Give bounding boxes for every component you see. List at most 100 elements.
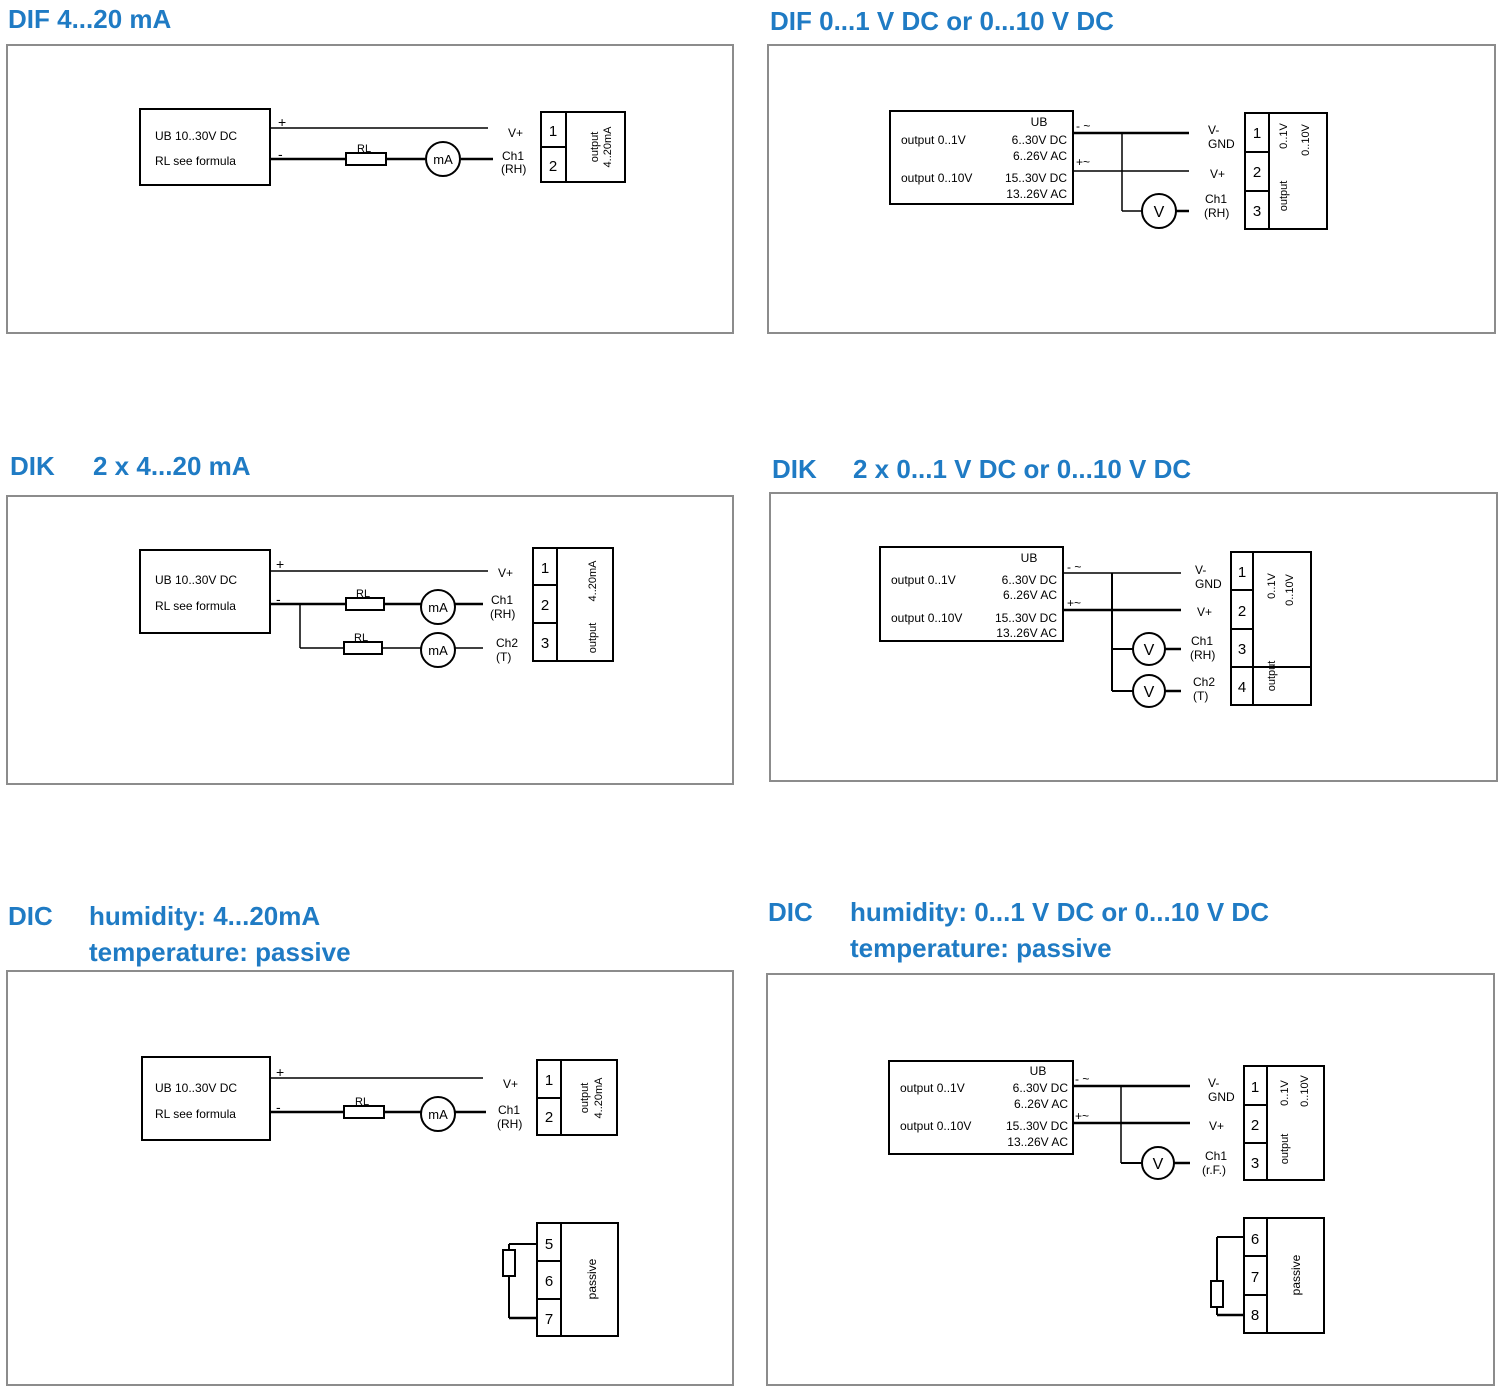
output-010-label: output 0..10V bbox=[900, 1119, 971, 1133]
panel-dic-ma: UB 10..30V DC RL see formula + - RL mA V… bbox=[6, 970, 734, 1386]
panel5-title-prefix: DIC bbox=[8, 901, 53, 931]
wiring-diagram: UB output 0..1V output 0..10V 6..30V DC … bbox=[889, 110, 1328, 230]
vplus-label: V+ bbox=[503, 1077, 518, 1091]
ch1-label: Ch1 bbox=[1191, 634, 1213, 648]
panel2-title: DIF 0...1 V DC or 0...10 V DC bbox=[770, 6, 1114, 36]
range-01-label: 0..1V bbox=[1278, 122, 1290, 148]
terminal-7: 7 bbox=[1251, 1269, 1259, 1286]
panel1-title: DIF 4...20 mA bbox=[8, 4, 172, 34]
terminal-7: 7 bbox=[545, 1311, 553, 1328]
output-01-label: output 0..1V bbox=[891, 573, 956, 587]
rh-label: (RH) bbox=[497, 1117, 522, 1131]
resistor-1-label: RL bbox=[356, 588, 370, 600]
ammeter-1-icon bbox=[420, 589, 456, 625]
panel6-title-line1: humidity: 0...1 V DC or 0...10 V DC bbox=[850, 897, 1269, 927]
ammeter-1-label: mA bbox=[428, 600, 448, 615]
panel-dic-v: UB output 0..1V output 0..10V 6..30V DC … bbox=[766, 973, 1495, 1386]
output-label: output bbox=[587, 623, 599, 654]
wiring-diagram: UB output 0..1V output 0..10V 6..30V DC … bbox=[888, 1060, 1325, 1334]
panel4-title-prefix: DIK bbox=[772, 454, 817, 484]
terminal-1: 1 bbox=[1251, 1079, 1259, 1096]
supply-label: UB 10..30V DC bbox=[155, 129, 237, 143]
rh-label: (RH) bbox=[501, 162, 526, 176]
ch1-label: Ch1 bbox=[1205, 192, 1227, 206]
range-010-label: 0..10V bbox=[1299, 1074, 1311, 1106]
transmitter-block bbox=[889, 110, 1074, 205]
terminal-3: 3 bbox=[1238, 641, 1246, 658]
range-010-label: 0..10V bbox=[1300, 123, 1312, 155]
terminal-block bbox=[1243, 1065, 1325, 1181]
terminal-2: 2 bbox=[545, 1109, 553, 1126]
wiring-diagram: UB 10..30V DC RL see formula + - RL RL m… bbox=[139, 547, 614, 668]
output-010-label: output 0..10V bbox=[901, 171, 972, 185]
output-01-label: output 0..1V bbox=[900, 1081, 965, 1095]
terminal-1: 1 bbox=[545, 1072, 553, 1089]
panel3-title-prefix: DIK bbox=[10, 451, 55, 481]
transmitter-block bbox=[879, 546, 1064, 642]
wiring-diagram: UB output 0..1V output 0..10V 6..30V DC … bbox=[879, 546, 1312, 708]
dc-6-30-label: 6..30V DC bbox=[1013, 1081, 1069, 1095]
minus-sign: - bbox=[276, 1099, 281, 1115]
output-010-label: output 0..10V bbox=[891, 611, 962, 625]
terminal-3: 3 bbox=[1251, 1155, 1259, 1172]
rh-label: (RH) bbox=[1190, 648, 1215, 662]
t-label: (T) bbox=[496, 650, 511, 664]
ac-6-26-label: 6..26V AC bbox=[1013, 149, 1067, 163]
terminal-2: 2 bbox=[1253, 164, 1261, 181]
ub-label: UB bbox=[1030, 1064, 1047, 1078]
ch2-label: Ch2 bbox=[496, 636, 518, 650]
terminal-1: 1 bbox=[549, 123, 557, 140]
resistor-label: RL bbox=[357, 143, 371, 155]
rh-label: (RH) bbox=[490, 607, 515, 621]
passive-terminal-block bbox=[536, 1222, 619, 1337]
voltmeter-1-label: V bbox=[1144, 642, 1155, 659]
range-label: 4..20mA bbox=[587, 560, 599, 602]
terminal-1: 1 bbox=[1238, 564, 1246, 581]
plus-ac-sign: +~ bbox=[1076, 155, 1090, 169]
rl-note: RL see formula bbox=[155, 154, 236, 168]
ac-13-26-label: 13..26V AC bbox=[996, 626, 1057, 640]
terminal-3: 3 bbox=[1253, 203, 1261, 220]
ch1-label: Ch1 bbox=[498, 1103, 520, 1117]
terminal-3: 3 bbox=[541, 635, 549, 652]
panel5-title-line1: humidity: 4...20mA bbox=[89, 901, 321, 931]
dc-6-30-label: 6..30V DC bbox=[1002, 573, 1058, 587]
gnd-label: GND bbox=[1195, 577, 1222, 591]
minus-sign: - bbox=[278, 146, 283, 162]
panel3-title: 2 x 4...20 mA bbox=[93, 451, 251, 481]
ac-13-26-label: 13..26V AC bbox=[1006, 187, 1067, 201]
output-label: output bbox=[1278, 181, 1290, 212]
terminal-6: 6 bbox=[1251, 1231, 1259, 1248]
vplus-label: V+ bbox=[1209, 1119, 1224, 1133]
terminal-2: 2 bbox=[1251, 1117, 1259, 1134]
minus-ac-sign: - ~ bbox=[1076, 119, 1090, 133]
minus-ac-sign: - ~ bbox=[1067, 560, 1081, 574]
ch1-label: Ch1 bbox=[502, 149, 524, 163]
panel4-title: 2 x 0...1 V DC or 0...10 V DC bbox=[853, 454, 1192, 484]
ch1-label: Ch1 bbox=[1205, 1149, 1227, 1163]
panel-dif-v: UB output 0..1V output 0..10V 6..30V DC … bbox=[767, 44, 1496, 334]
terminal-block bbox=[532, 547, 614, 662]
wiring-diagram: UB 10..30V DC RL see formula + - RL mA V… bbox=[141, 1056, 619, 1337]
output-label: output bbox=[579, 1083, 591, 1114]
passive-label: passive bbox=[1289, 1254, 1303, 1295]
terminal-2: 2 bbox=[541, 597, 549, 614]
ac-6-26-label: 6..26V AC bbox=[1003, 588, 1057, 602]
ac-6-26-label: 6..26V AC bbox=[1014, 1097, 1068, 1111]
plus-sign: + bbox=[278, 114, 286, 130]
range-01-label: 0..1V bbox=[1279, 1079, 1291, 1105]
vplus-label: V+ bbox=[508, 126, 523, 140]
terminal-2: 2 bbox=[549, 158, 557, 175]
gnd-label: GND bbox=[1208, 137, 1235, 151]
rh-label: (RH) bbox=[1204, 206, 1229, 220]
panel6-title-prefix: DIC bbox=[768, 897, 813, 927]
panel6-title-line2: temperature: passive bbox=[850, 933, 1112, 963]
terminal-2: 2 bbox=[1238, 603, 1246, 620]
panel-dik-v: UB output 0..1V output 0..10V 6..30V DC … bbox=[769, 492, 1498, 782]
panel-dik-ma: UB 10..30V DC RL see formula + - RL RL m… bbox=[6, 495, 734, 785]
t-label: (T) bbox=[1193, 689, 1208, 703]
rf-label: (r.F.) bbox=[1202, 1163, 1226, 1177]
ac-13-26-label: 13..26V AC bbox=[1007, 1135, 1068, 1149]
vminus-label: V- bbox=[1208, 1076, 1219, 1090]
range-010-label: 0..10V bbox=[1284, 573, 1296, 605]
